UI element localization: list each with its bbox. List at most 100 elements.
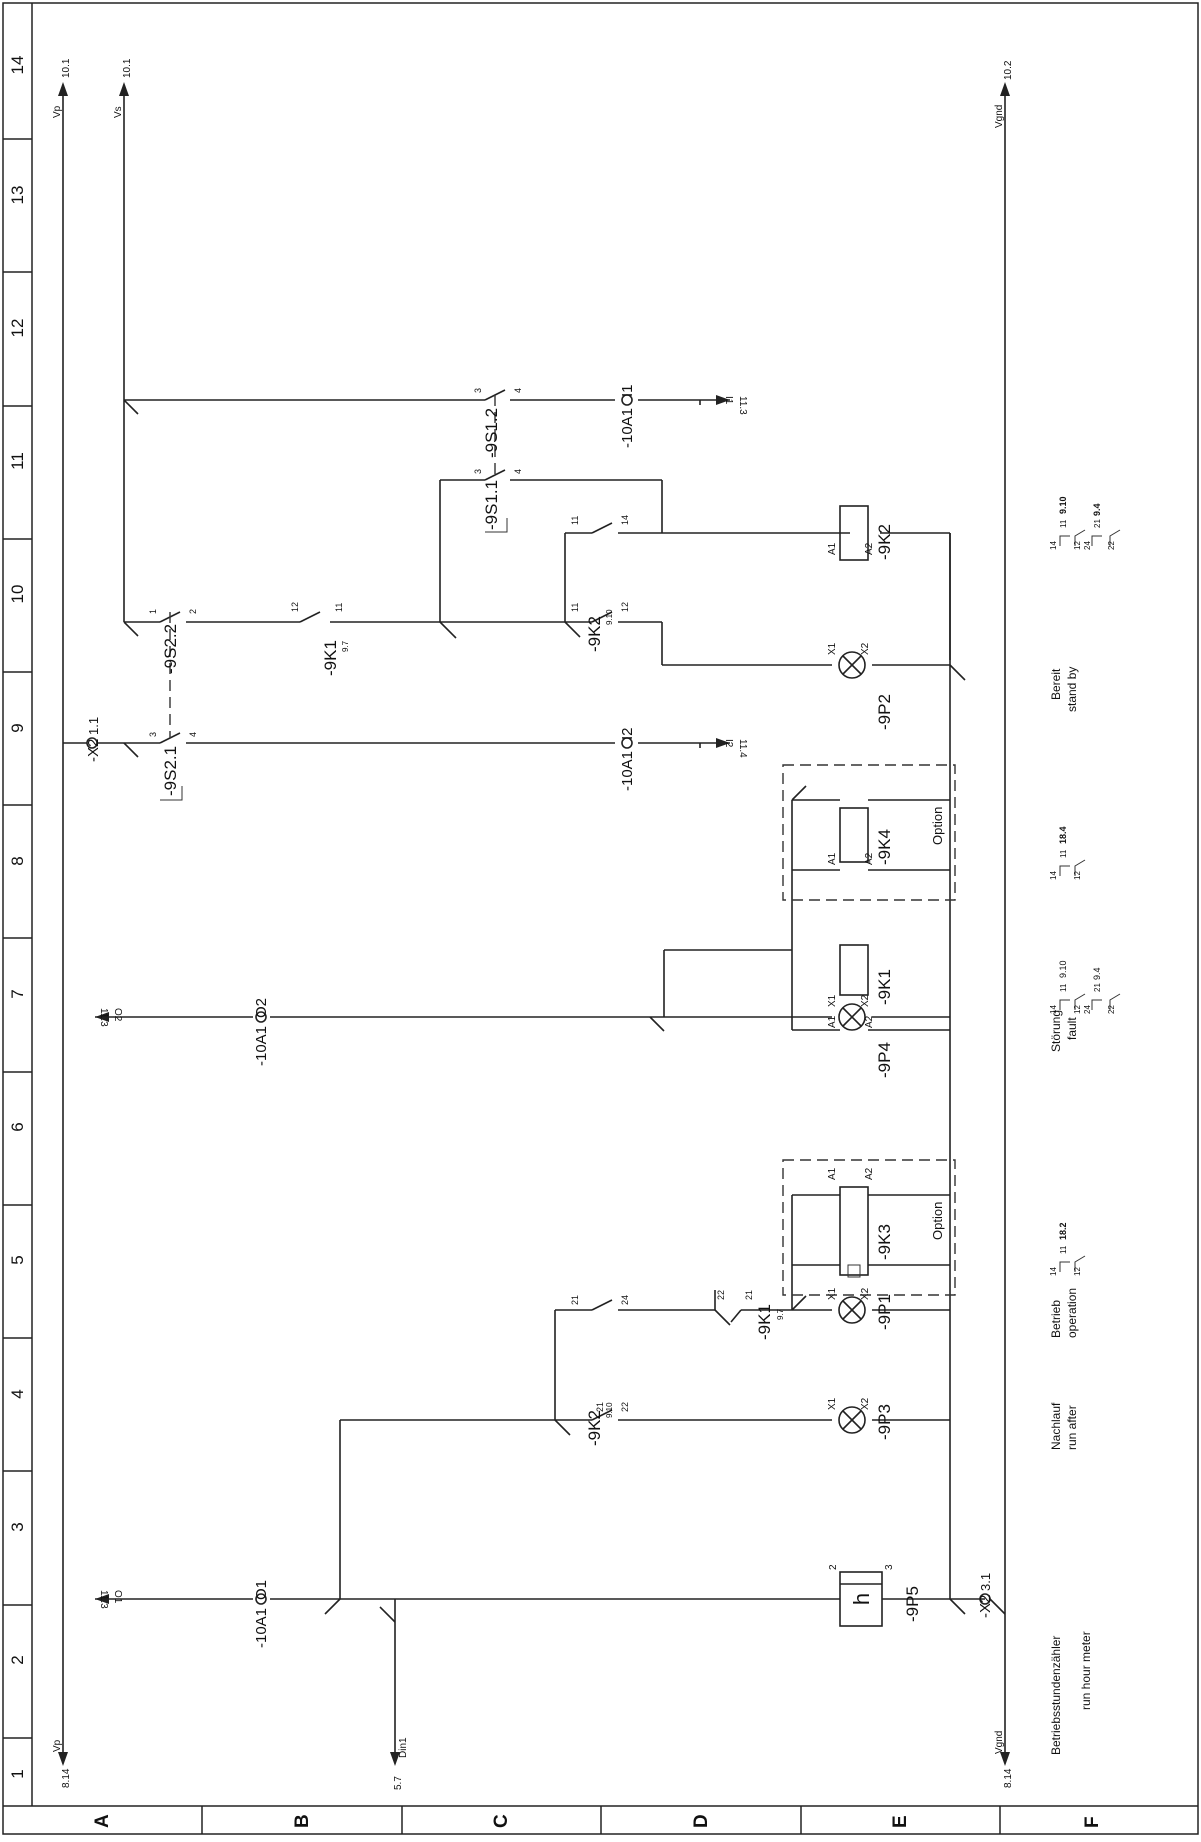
- rail-label: Vp: [52, 1739, 63, 1752]
- pin-label: X2: [860, 1397, 871, 1410]
- component-label: -9K2: [875, 524, 894, 560]
- meter-symbol: h: [849, 1593, 874, 1605]
- signal-ref: 11.3: [98, 1008, 109, 1027]
- contact-9k2-21-22: 21 22 -9K2 9.10: [585, 1402, 630, 1446]
- terminal-i1: -10A1 I1 I1 11.3: [619, 384, 748, 448]
- terminal-label: -10A1: [619, 751, 636, 791]
- signal-label: O1: [112, 1590, 123, 1604]
- pin-label: 3: [884, 1564, 895, 1570]
- pin-label: 4: [513, 469, 523, 474]
- rail-label: Vgnd: [994, 105, 1005, 128]
- relay-coil-9k1: A1 A2 -9K1: [827, 944, 894, 1028]
- desc-meter-en: run hour meter: [1079, 1631, 1093, 1710]
- rail-vp: 8.14 Vp Vp 10.1: [52, 58, 72, 1788]
- row-label: D: [691, 1814, 712, 1828]
- pin-label: A2: [864, 1167, 875, 1180]
- desc-fault-en: fault: [1065, 1017, 1079, 1040]
- pin-label: 2: [828, 1564, 839, 1570]
- pin-label: 11: [570, 516, 580, 525]
- xref-pin: 11: [1059, 983, 1068, 992]
- lamp-9p2: X1 X2 -9P2: [827, 642, 894, 730]
- xref-pin: 14: [1049, 541, 1058, 550]
- terminal-x2-1-1: -X2 1.1: [63, 717, 124, 762]
- pin-label: 3: [148, 732, 158, 737]
- xref-ref: 9.10: [1058, 960, 1068, 978]
- run-hour-meter-9p5: h 2 3 -9P5: [828, 1564, 950, 1627]
- xref-pin: 24: [1083, 1005, 1092, 1014]
- pin-label: 4: [188, 732, 198, 737]
- switch-9s2: 3 4 1 2 -9S2.1 -9S2.2: [148, 609, 198, 801]
- desc-operation-de: Betrieb: [1049, 1300, 1063, 1338]
- pin-label: 12: [620, 602, 630, 612]
- xref-pin: 11: [1059, 519, 1068, 528]
- pin-label: A1: [827, 1167, 838, 1180]
- lamp-9p3: X1 X2 -9P3: [827, 1397, 894, 1440]
- component-label: -9K4: [875, 829, 894, 865]
- terminal-label: -10A1: [253, 1026, 270, 1066]
- pin-label: X2: [860, 994, 871, 1007]
- pin-label: 1: [148, 609, 158, 614]
- terminal-pin: 3.1: [978, 1573, 993, 1591]
- contact-9k2-11-12-14: 11 12 11 14 -9K2 9.10: [570, 515, 630, 652]
- pin-label: 4: [513, 388, 523, 393]
- crossref-k3: 14 12 11 18.2: [1049, 1222, 1086, 1276]
- row-label: E: [890, 1815, 911, 1828]
- crossref-k2: 14 12 11 9.10 24 22 21 9.4: [1049, 496, 1121, 550]
- contact-9k1-12-11: 12 11 -9K1 9.7: [290, 602, 350, 676]
- component-ref: 9.7: [341, 640, 350, 652]
- pin-label: X2: [860, 642, 871, 655]
- column-label: 9: [8, 723, 27, 732]
- xref-pin: 24: [1083, 541, 1092, 550]
- xref-ref: 9.4: [1092, 503, 1102, 516]
- descriptions: Betriebsstundenzähler run hour meter Nac…: [1049, 667, 1093, 1755]
- column-label: 3: [8, 1522, 27, 1531]
- desc-standby-en: stand by: [1065, 667, 1079, 712]
- column-label: 14: [8, 56, 27, 75]
- xref-pin: 14: [1049, 1005, 1058, 1014]
- component-label: -9P5: [903, 1586, 922, 1622]
- terminal-label: -X2: [85, 739, 102, 762]
- column-label: 2: [8, 1655, 27, 1664]
- component-label: -9K1: [321, 640, 340, 676]
- signal-label: Din1: [398, 1737, 409, 1758]
- pin-label: X1: [827, 642, 838, 655]
- column-label: 1: [8, 1769, 27, 1778]
- component-label: -9K2: [585, 1410, 604, 1446]
- column-label: 6: [8, 1122, 27, 1131]
- column-label: 4: [8, 1389, 27, 1398]
- signal-label: O2: [112, 1008, 123, 1022]
- rail-ref: 10.2: [1003, 60, 1014, 80]
- crossref-k4: 14 12 11 18.4: [1049, 826, 1086, 880]
- signal-label: I1: [723, 396, 734, 405]
- component-label: -9K1: [875, 969, 894, 1005]
- xref-pin: 14: [1049, 1267, 1058, 1276]
- pin-label: 22: [620, 1402, 630, 1412]
- pin-label: 11: [334, 603, 344, 612]
- xref-pin: 14: [1049, 871, 1058, 880]
- desc-runafter-de: Nachlauf: [1049, 1402, 1063, 1450]
- component-ref: 9.10: [605, 1402, 614, 1418]
- component-label: -9K2: [585, 616, 604, 652]
- xref-pin: 11: [1059, 849, 1068, 858]
- component-label: -9P1: [875, 1294, 894, 1330]
- column-label: 7: [8, 989, 27, 998]
- row-label: F: [1082, 1816, 1103, 1828]
- terminal-x2-3-1: -X2 3.1: [977, 1573, 994, 1618]
- terminal-o2: -10A1 O2 O2 11.3: [98, 998, 270, 1066]
- switch-9s1: 3 4 3 4 -9S1.1 -9S1.2: [473, 388, 523, 533]
- pin-label: A2: [864, 542, 875, 555]
- signal-ref: 11.3: [737, 396, 748, 415]
- pin-label: 24: [620, 1295, 630, 1305]
- component-label: -9P2: [875, 694, 894, 730]
- pin-label: A2: [864, 1015, 875, 1028]
- lamp-9p4: X1 X2 -9P4: [827, 994, 894, 1078]
- terminal-pin: O2: [253, 998, 270, 1018]
- pin-label: 21: [744, 1290, 754, 1300]
- component-ref: 9.10: [605, 609, 614, 625]
- pin-label: 22: [716, 1290, 726, 1300]
- pin-label: 3: [473, 469, 483, 474]
- component-label: -9K1: [755, 1304, 774, 1340]
- row-index: A B C D E F: [92, 1814, 1103, 1828]
